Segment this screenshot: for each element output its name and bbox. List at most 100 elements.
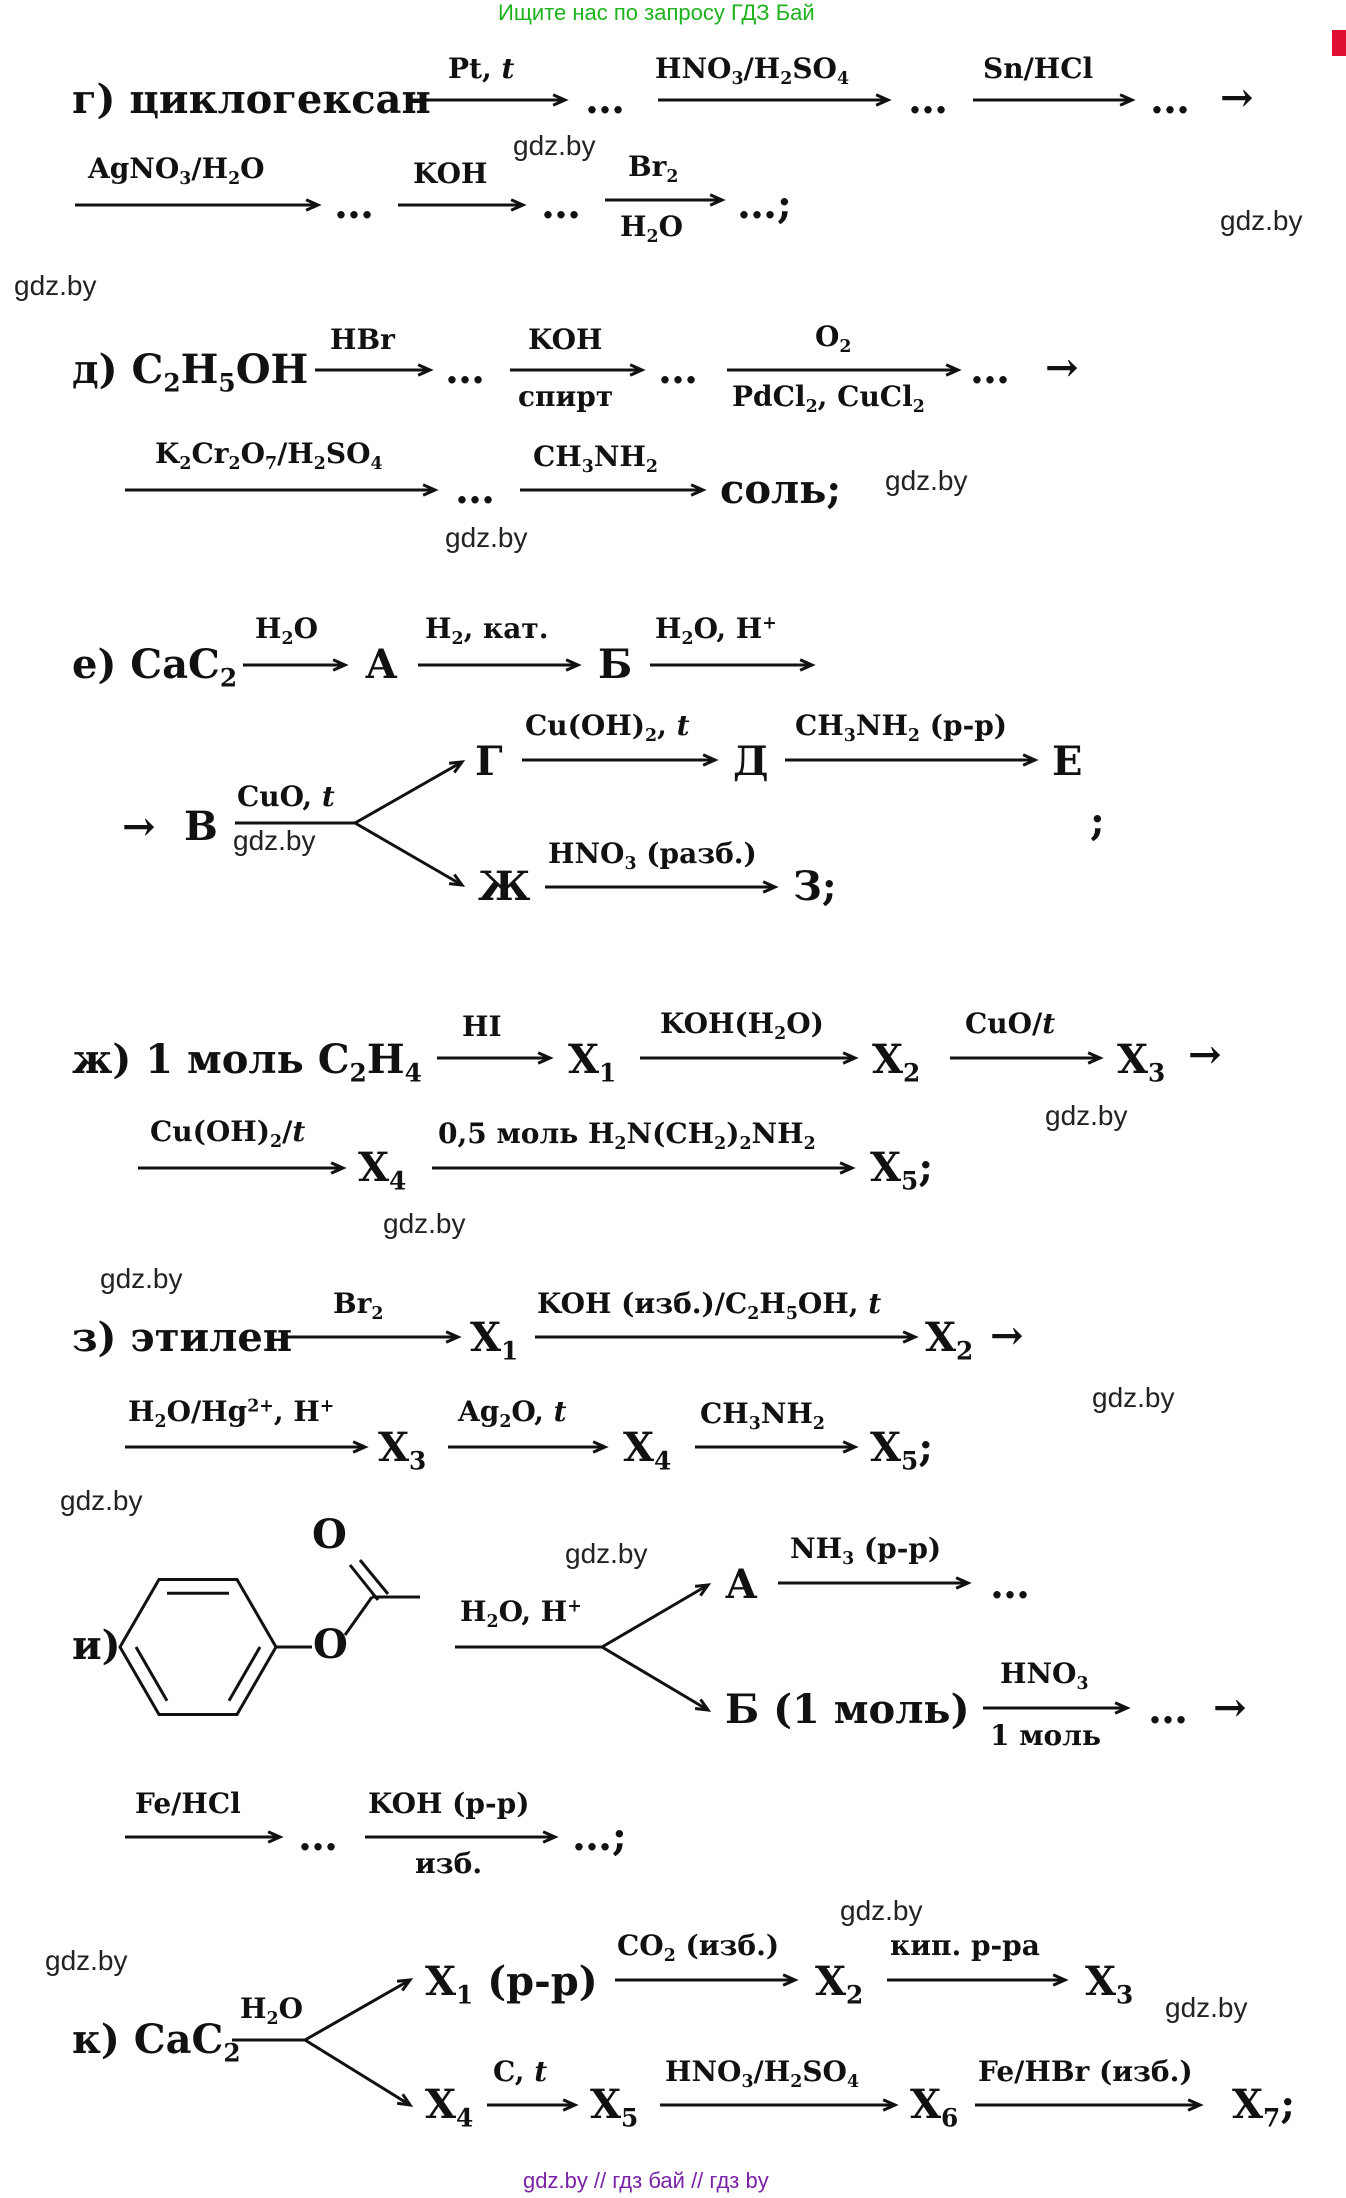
ellipsis: … <box>1148 1686 1188 1733</box>
cond-e2: H2, кат. <box>425 612 549 650</box>
arrow-zh3 <box>950 1051 1104 1065</box>
page-header-title[interactable]: Ищите нас по запросу ГДЗ Бай <box>498 0 815 25</box>
watermark-link[interactable]: gdz.by <box>445 522 528 553</box>
cond-i1: H2O, H+ <box>460 1595 582 1633</box>
arrow-z3 <box>125 1440 369 1454</box>
watermark-link[interactable]: gdz.by <box>1045 1100 1128 1131</box>
species-X5: X5 <box>590 2081 639 2133</box>
reaction-z-start: з) этилен <box>72 1314 293 1361</box>
arrow-zh4 <box>138 1161 347 1175</box>
next-arrow: → <box>1213 1684 1247 1731</box>
species-X4: X4 <box>623 1424 672 1476</box>
watermark-link[interactable]: gdz.by <box>1165 1992 1248 2023</box>
cond-zh4: Cu(OH)2/t <box>150 1115 306 1153</box>
page-footer[interactable]: gdz.by // гдз бай // гдз by <box>523 2168 769 2193</box>
cond-d3a: O2 <box>815 320 852 358</box>
arrow-i2 <box>778 1576 972 1590</box>
arrow-g5 <box>398 198 527 212</box>
watermark-link[interactable]: gdz.by <box>383 1208 466 1239</box>
cond-zh3: CuO/t <box>965 1007 1056 1040</box>
arrow-d2 <box>510 363 646 377</box>
watermark-link[interactable]: gdz.by <box>100 1263 183 1294</box>
species-X5: X5; <box>870 1424 934 1476</box>
cond-g6b: H2O <box>620 210 683 248</box>
watermark-link[interactable]: gdz.by <box>1092 1382 1175 1413</box>
arrow-zh5 <box>432 1161 856 1175</box>
reaction-e-start: е) CaC2 <box>72 641 238 693</box>
cond-i2: NH3 (р-р) <box>790 1532 942 1570</box>
cond-i5b: изб. <box>415 1847 483 1880</box>
cond-e5: Cu(OH)2, t <box>525 709 690 747</box>
cond-g4: AgNO3/H2O <box>88 152 265 190</box>
arrow-e2 <box>418 658 582 672</box>
watermark-link[interactable]: gdz.by <box>60 1485 143 1516</box>
species-E: Е <box>1052 738 1083 785</box>
ellipsis: … <box>541 181 581 228</box>
ellipsis: … <box>658 346 698 393</box>
species-A: А <box>365 641 398 688</box>
species-D: Д <box>733 738 769 785</box>
ellipsis: … <box>298 1813 338 1860</box>
watermark-link[interactable]: gdz.by <box>565 1538 648 1569</box>
cond-i3a: HNO3 <box>1000 1657 1089 1695</box>
arrow-i3 <box>983 1701 1131 1715</box>
watermark-link[interactable]: gdz.by <box>45 1945 128 1976</box>
arrow-d1 <box>315 363 434 377</box>
watermark-link[interactable]: gdz.by <box>840 1895 923 1926</box>
oxygen-ester: O <box>313 1621 348 1668</box>
watermark-link[interactable]: gdz.by <box>233 825 316 856</box>
species-X2: X2 <box>925 1314 974 1366</box>
branch-down-i <box>601 1645 712 1712</box>
arrow-k4 <box>487 2098 579 2112</box>
cond-k5: HNO3/H2SO4 <box>665 2055 860 2093</box>
arrow-g6 <box>605 193 726 207</box>
watermark-link[interactable]: gdz.by <box>14 270 97 301</box>
species-B: Б <box>598 641 633 688</box>
cond-z1: Br2 <box>333 1287 384 1325</box>
arrow-g2 <box>658 93 892 107</box>
arrow-z2 <box>535 1330 919 1344</box>
cond-zh1: HI <box>462 1010 502 1043</box>
arrow-d3 <box>727 363 962 377</box>
species-X4: X4 <box>358 1144 407 1196</box>
next-arrow: → <box>1220 74 1254 121</box>
species-X3: X3 <box>1117 1036 1166 1088</box>
branch-up-i <box>601 1583 712 1649</box>
cond-i4: Fe/HCl <box>135 1787 241 1820</box>
watermark-link[interactable]: gdz.by <box>1220 205 1303 236</box>
cond-k3: кип. р-ра <box>890 1929 1040 1962</box>
arrow-i4 <box>125 1830 284 1844</box>
cond-d2b: спирт <box>518 380 614 413</box>
arrow-zh1 <box>437 1051 554 1065</box>
cond-d2a: KOH <box>528 323 603 356</box>
cond-e6: CH3NH2 (р-р) <box>795 709 1008 747</box>
next-arrow: → <box>1188 1031 1222 1078</box>
next-arrow: → <box>122 803 156 850</box>
cond-g1: Pt, t <box>448 52 515 85</box>
cond-d1: HBr <box>330 323 395 356</box>
arrow-g4 <box>75 198 322 212</box>
arrow-zh2 <box>640 1051 859 1065</box>
species-X3: X3 <box>378 1424 427 1476</box>
species-X1-solution: X1 (р-р) <box>425 1958 598 2010</box>
ellipsis: … <box>970 346 1010 393</box>
cond-k6: Fe/HBr (изб.) <box>978 2055 1193 2088</box>
arrow-k3 <box>887 1973 1069 1987</box>
watermark-link[interactable]: gdz.by <box>885 465 968 496</box>
species-X4: X4 <box>425 2081 474 2133</box>
watermark-link[interactable]: gdz.by <box>513 130 596 161</box>
arrow-i5 <box>365 1830 559 1844</box>
species-X1: X1 <box>568 1036 617 1088</box>
arrow-k2 <box>615 1973 799 1987</box>
species-X3: X3 <box>1085 1958 1134 2010</box>
cond-e3: H2O, H+ <box>655 612 777 650</box>
species-X2: X2 <box>872 1036 921 1088</box>
arrow-e5 <box>522 753 719 767</box>
species-V: В <box>184 803 218 850</box>
arrow-e6 <box>785 753 1039 767</box>
cond-k1: H2O <box>240 1992 303 2030</box>
species-X7: X7; <box>1232 2081 1296 2133</box>
species-A: А <box>725 1561 758 1608</box>
ellipsis: … <box>990 1561 1030 1608</box>
